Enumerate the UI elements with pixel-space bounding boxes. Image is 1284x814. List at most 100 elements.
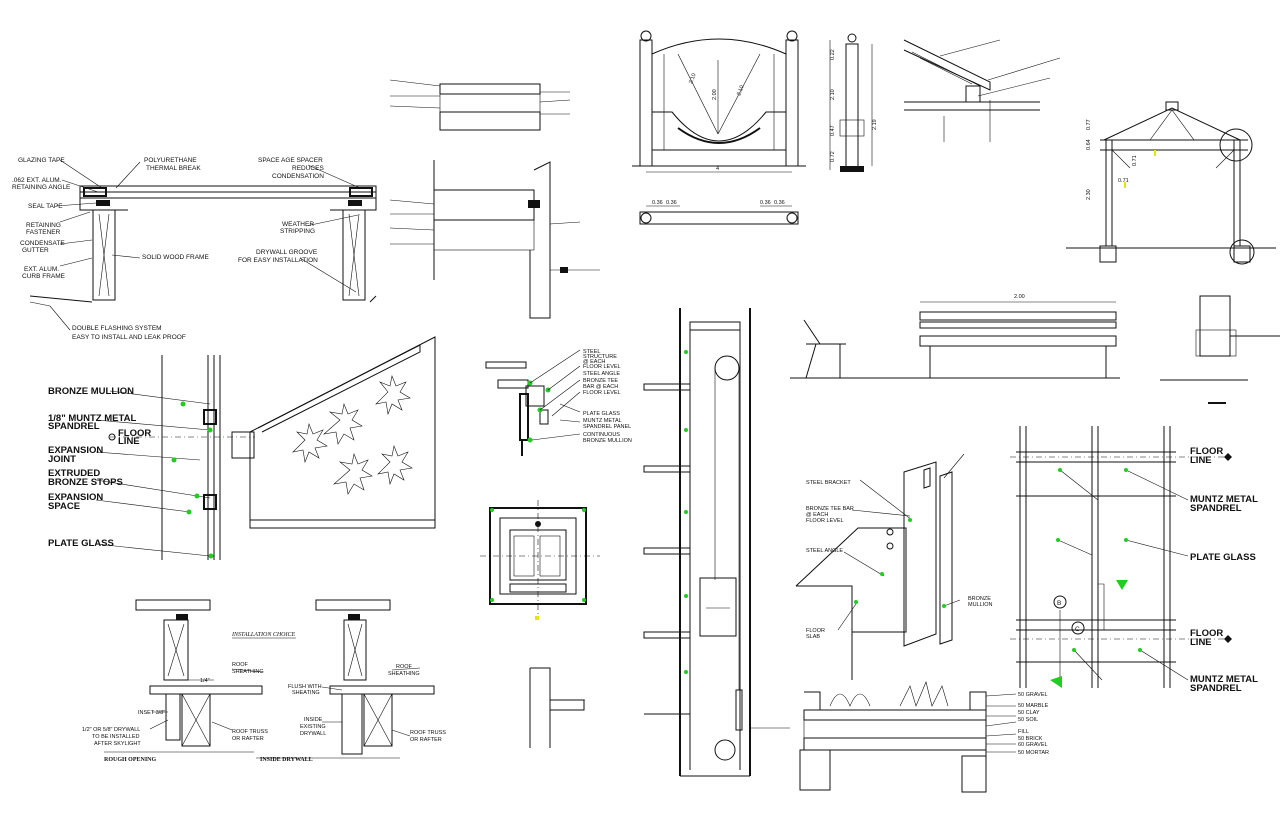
spandrel-label-6: BAR @ EACH — [583, 384, 618, 390]
marker-b: B — [1057, 600, 1061, 607]
planter-label-6: 60 GRAVEL — [1018, 742, 1048, 748]
bracket-label-5: FLOOR — [806, 628, 825, 634]
spandrel-label-4: STEEL ANGLE — [583, 371, 620, 377]
install-lr-0: ROOF — [232, 662, 249, 668]
plan-dim-2: 0.36 — [760, 200, 771, 206]
gazebo-dim-2: 0.71 — [1132, 155, 1138, 166]
install-rl-3: EXISTING — [300, 724, 326, 730]
glazing-label-9: CURB FRAME — [22, 273, 66, 280]
foliage-icon — [292, 374, 413, 495]
installation-title: INSTALLATION CHOICE — [231, 632, 296, 638]
pillar-dim-1: 2.10 — [830, 89, 836, 100]
cw-label-4: JOINT — [48, 454, 76, 465]
planter-label-2: 50 CLAY — [1018, 710, 1040, 716]
elev-label-2: MUNTZ METAL — [1190, 494, 1258, 505]
glazing-label-7: GUTTER — [22, 247, 49, 254]
elev-label-5: FLOOR — [1190, 628, 1223, 639]
bracket-isometric: STEEL BRACKET BRONZE TEE BAR @ EACH FLOO… — [795, 453, 992, 680]
pillar-elevation: 0.22 2.10 0.47 2.19 0.72 — [829, 33, 878, 172]
elev-label-7: MUNTZ METAL — [1190, 674, 1258, 685]
glazing-detail: GLAZING TAPE .062 EXT. ALUM. RETAINING A… — [12, 157, 377, 341]
gazebo-dim-4: 2.30 — [1086, 189, 1092, 200]
cw-label-6: BRONZE STOPS — [48, 477, 123, 488]
bracket-label-0: STEEL BRACKET — [806, 480, 851, 486]
pillar-dim-4: 0.72 — [830, 151, 836, 162]
elev-label-4: PLATE GLASS — [1190, 552, 1256, 563]
glazing-right-1: REDUCES — [292, 165, 324, 172]
spandrel-label-0: STEEL — [583, 349, 600, 355]
glazing-right-4: STRIPPING — [280, 228, 315, 235]
spandrel-label-1: STRUCTURE — [583, 354, 617, 360]
bracket-label-6: SLAB — [806, 634, 820, 640]
glazing-label-5: FASTENER — [26, 229, 61, 236]
arch-dim-3: 4 — [716, 166, 719, 172]
install-rr-1: SHEATHING — [388, 671, 420, 677]
install-left-2: TO BE INSTALLED — [92, 734, 140, 740]
curtain-wall-detail: BRONZE MULLION 1/8" MUNTZ METAL SPANDREL… — [48, 336, 436, 560]
install-left-3: AFTER SKYLIGHT — [94, 741, 141, 747]
cw-label-0: BRONZE MULLION — [48, 386, 134, 397]
bracket-label-4: STEEL ANGLE — [806, 548, 843, 554]
elev-label-3: SPANDREL — [1190, 503, 1242, 514]
glazing-right-3: WEATHER — [282, 221, 314, 228]
planter-label-0: 50 GRAVEL — [1018, 692, 1048, 698]
glazing-label-4: RETAINING — [26, 222, 61, 229]
spandrel-label-12: BRONZE MULLION — [583, 438, 632, 444]
install-dim: 1/4" — [200, 678, 210, 684]
spandrel-label-11: CONTINUOUS — [583, 432, 620, 438]
roof-eave-detail — [903, 39, 1061, 142]
glazing-bottom-1: EASY TO INSTALL AND LEAK PROOF — [72, 334, 186, 341]
elev-label-1: LINE — [1190, 455, 1212, 466]
install-left-caption: ROUGH OPENING — [104, 757, 157, 763]
glazing-label-0: GLAZING TAPE — [18, 157, 65, 164]
glazing-top-0: POLYURETHANE — [144, 157, 197, 164]
spandrel-label-5: BRONZE TEE — [583, 378, 618, 384]
plan-dim-3: 0.36 — [774, 200, 785, 206]
install-right-caption: INSIDE DRYWALL — [260, 757, 313, 763]
pillar-dim-3: 2.19 — [872, 119, 878, 130]
installation-detail: INSTALLATION CHOICE 1/4" INSET 3/8" 1/2"… — [82, 599, 446, 763]
cw-label-3: EXPANSION — [48, 445, 103, 456]
marker-c: C — [1075, 626, 1080, 633]
arch-dim-2: 2.10 — [736, 85, 745, 97]
cw-label-1: 1/8" MUNTZ METAL — [48, 413, 136, 424]
planter-label-7: 50 MORTAR — [1018, 750, 1049, 756]
gazebo-dim-1: 0.64 — [1086, 139, 1092, 150]
glazing-right-5: DRYWALL GROOVE — [256, 249, 318, 256]
spandrel-label-9: SPANDREL PANEL — [583, 424, 631, 430]
planter-section: 50 GRAVEL 50 MARBLE 50 CLAY 50 SOIL FILL… — [799, 681, 1049, 793]
planter-label-1: 50 MARBLE — [1018, 703, 1049, 709]
glazing-top-1: THERMAL BREAK — [146, 165, 201, 172]
glazing-bottom-0: DOUBLE FLASHING SYSTEM — [72, 325, 162, 332]
cw-label-7: EXPANSION — [48, 492, 103, 503]
lift-section — [643, 308, 790, 777]
bracket-label-3: FLOOR LEVEL — [806, 518, 844, 524]
gazebo-elevation: 0.77 0.64 0.71 0.71 2.30 — [1066, 101, 1276, 265]
bracket-label-1: BRONZE TEE BAR — [806, 506, 854, 512]
install-lr-2: ROOF TRUSS — [232, 729, 268, 735]
bench-detail: 2.00 — [790, 294, 1280, 404]
install-rr-0: ROOF — [396, 664, 413, 670]
arch-elevation: 2.10 2.00 2.10 4 0.36 0.36 0.36 0.36 — [632, 30, 806, 225]
install-rr-2: ROOF TRUSS — [410, 730, 446, 736]
glazing-label-3: SEAL TAPE — [28, 203, 63, 210]
spandrel-label-2: @ EACH — [583, 359, 605, 365]
glazing-right-2: CONDENSATION — [272, 173, 324, 180]
arch-dim-1: 2.00 — [712, 89, 718, 100]
install-rl-0: FLUSH WITH — [288, 684, 322, 690]
install-lr-3: OR RAFTER — [232, 736, 264, 742]
install-lr-1: SHEATHING — [232, 669, 264, 675]
plan-dim-0: 0.36 — [652, 200, 663, 206]
cw-elevation: B C FLOOR LINE MUNTZ METAL SPANDREL PLAT… — [1010, 426, 1258, 694]
planter-label-3: 50 SOIL — [1018, 717, 1038, 723]
elev-label-0: FLOOR — [1190, 446, 1223, 457]
glazing-center-label: SOLID WOOD FRAME — [142, 254, 209, 261]
install-left-1: 1/2" OR 5/8" DRYWALL — [82, 727, 140, 733]
spandrel-label-7: FLOOR LEVEL — [583, 390, 621, 396]
cw-floor-0: FLOOR — [118, 428, 151, 439]
gazebo-dim-0: 0.77 — [1086, 119, 1092, 130]
install-rl-4: DRYWALL — [300, 731, 326, 737]
pillar-dim-2: 0.47 — [830, 125, 836, 136]
planter-label-5: 50 BRICK — [1018, 736, 1043, 742]
